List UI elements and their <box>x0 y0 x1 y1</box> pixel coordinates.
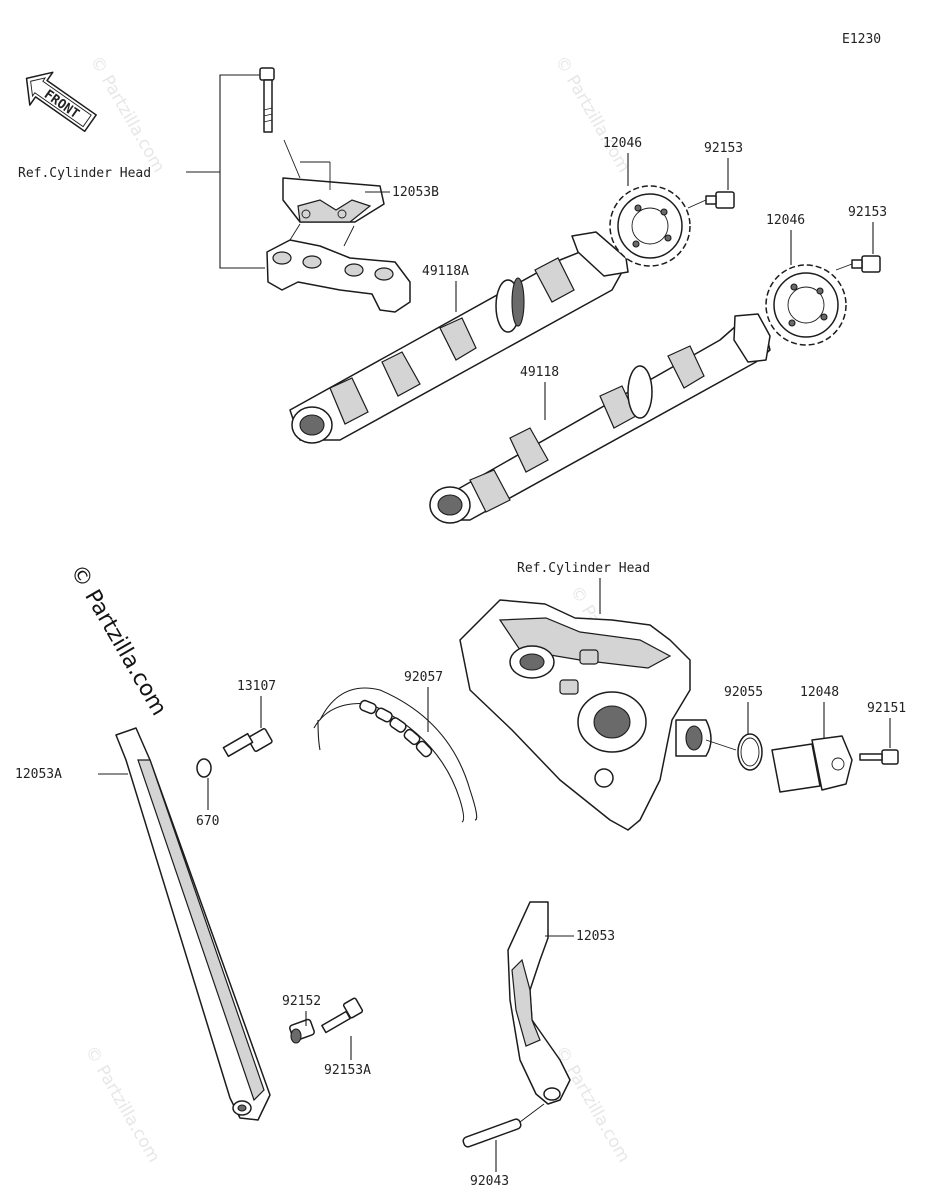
upper-chain-guide <box>282 161 385 223</box>
pin-92043 <box>462 1118 522 1148</box>
label-92043: 92043 <box>470 1174 509 1189</box>
watermark-faint-2: © Partzilla.com <box>551 53 634 177</box>
ref-cylinder-head-top: Ref.Cylinder Head <box>18 166 151 181</box>
cylinder-head <box>459 599 712 831</box>
diagram-id: E1230 <box>842 32 881 47</box>
cam-sprocket-1 <box>609 185 691 267</box>
watermark-main: © Partzilla.com <box>65 561 172 721</box>
guide-92153-b <box>835 263 853 271</box>
label-92152: 92152 <box>282 994 321 1009</box>
label-92153-a: 92153 <box>704 141 743 156</box>
label-92055: 92055 <box>724 685 763 700</box>
oring-92055 <box>737 733 763 771</box>
front-arrow-shape <box>25 71 97 133</box>
label-92057: 92057 <box>404 670 443 685</box>
label-670: 670 <box>196 814 219 829</box>
watermark-faint-4: © Partzilla.com <box>81 1043 164 1167</box>
cam-holder-bolt <box>259 67 275 133</box>
label-92151: 92151 <box>867 701 906 716</box>
label-92153A: 92153A <box>324 1063 371 1078</box>
watermark-faint-5: © Partzilla.com <box>551 1043 634 1167</box>
tensioner-12048 <box>771 735 853 793</box>
label-13107: 13107 <box>237 679 276 694</box>
front-arrow: FRONT <box>25 71 97 133</box>
guide-92153-a <box>687 199 707 209</box>
front-arrow-inner <box>30 77 92 128</box>
bolt-13107 <box>222 728 273 758</box>
bolt-92151 <box>859 749 899 765</box>
watermark-faint-1: © Partzilla.com <box>86 53 169 177</box>
oring-92055-inner <box>740 737 760 767</box>
label-49118: 49118 <box>520 365 559 380</box>
camshaft-49118A <box>289 231 629 444</box>
faint-watermarks: © Partzilla.com © Partzilla.com © Partzi… <box>81 53 649 1167</box>
chain-guide-12053A <box>115 727 271 1121</box>
camshaft-49118 <box>429 313 771 524</box>
sprocket-bolt-1 <box>705 191 735 209</box>
label-12053A: 12053A <box>15 767 62 782</box>
label-12048: 12048 <box>800 685 839 700</box>
chain-guide-12053 <box>507 901 571 1105</box>
guide-92055 <box>705 739 737 751</box>
washer-670 <box>196 758 212 778</box>
label-49118A: 49118A <box>422 264 469 279</box>
label-12053B: 12053B <box>392 185 439 200</box>
camshaft-holder <box>266 223 411 313</box>
ref-bracket-top <box>219 74 265 269</box>
label-12046-a: 12046 <box>603 136 642 151</box>
ref-cylinder-head-bottom: Ref.Cylinder Head <box>517 561 650 576</box>
collar-92152 <box>289 1018 315 1044</box>
sprocket-bolt-2 <box>851 255 881 273</box>
label-12046-b: 12046 <box>766 213 805 228</box>
label-12053: 12053 <box>576 929 615 944</box>
label-92153-b: 92153 <box>848 205 887 220</box>
guide-92043 <box>519 1103 545 1123</box>
cam-chain-92057 <box>313 687 478 823</box>
cam-sprocket-2 <box>765 264 847 346</box>
bolt-guide-line <box>283 139 301 179</box>
bolt-92153A <box>321 997 364 1034</box>
